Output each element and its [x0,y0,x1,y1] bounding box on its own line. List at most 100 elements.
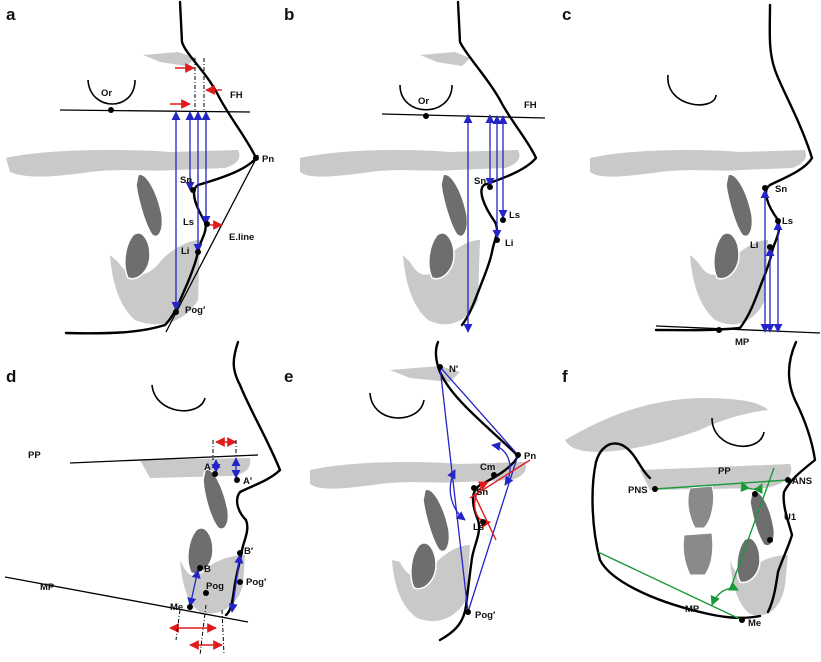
label-cm: Cm [480,462,495,473]
upper-incisor [422,488,451,553]
li-point [195,249,201,255]
mandible-shape [392,545,470,622]
vertical-ref-3 [175,609,181,641]
upper-incisor [440,173,469,238]
sn-point [190,187,196,193]
label-ls: Ls [509,210,520,221]
mandible-shape [403,240,480,325]
lower-incisor [124,232,151,280]
label-mp: MP [685,604,700,615]
label-pp: PP [28,450,41,461]
maxilla-shape [590,150,806,177]
me-point [739,617,745,623]
maxilla-shape [140,458,251,478]
molar-lower [682,532,714,576]
label-a2: A′ [243,476,253,487]
label-pog2: Pog′ [246,577,267,588]
or-point [423,113,429,119]
pp-line [654,479,789,490]
mandible-outline [591,460,762,620]
lower-incisor [187,527,214,575]
cranial-base-shape [565,398,768,452]
pog-point [465,609,471,615]
orbit-curve [711,417,765,447]
label-ans: ANS [792,476,812,487]
label-sn: Sn [474,176,486,187]
vertical-measure-4 [228,554,244,613]
upper-incisor [135,173,164,238]
e-line [165,154,259,333]
mp-point [716,327,722,333]
pog-point [173,309,179,315]
li-point [767,244,773,250]
n-point [437,364,443,370]
panel-d: d PP MP A A′ B′ B Pog Pog′ Me [4,340,282,656]
upper-incisor [202,468,230,530]
fh-line [381,113,546,119]
mp-line [597,551,743,621]
orbit-curve [369,392,425,419]
panel-letter: b [284,5,294,24]
pns-point [652,486,658,492]
me-point [187,604,193,610]
pog2-point [237,579,243,585]
panel-a: a Or FH Pn Sn Ls Li E.line Pog′ [6,0,274,335]
panel-b: b Or FH Sn Ls Li [284,0,546,333]
label-sn: Sn [476,487,488,498]
pn-point [253,155,259,161]
mandible-shape [690,240,768,325]
label-b: B [204,564,211,575]
panel-letter: e [284,367,293,386]
label-pog: Pog [206,581,224,592]
label-ls: Ls [183,217,194,228]
label-pp: PP [718,466,731,477]
label-sn: Sn [180,175,192,186]
a2-point [234,477,240,483]
sn-point [762,185,768,191]
ramus-outline [594,442,652,480]
lower-incisor [428,232,455,280]
label-u1: U1 [784,512,797,523]
label-fh: FH [524,100,537,111]
line-n-pn [439,366,519,456]
label-eline: E.line [229,232,254,243]
lower-incisor [410,542,437,590]
cm-point [491,472,497,478]
label-me: Me [170,602,183,613]
a-point [212,471,218,477]
orbit-curve [87,79,136,105]
pog-point [203,590,209,596]
ls-point [204,221,210,227]
panel-e: e N′ Pn Cm Sn Ls Pog′ [284,340,536,642]
facial-profile [456,0,538,327]
label-b2: B′ [244,546,254,557]
label-ls: Ls [473,522,484,533]
incisor-apex-point [752,491,758,497]
sn-point [471,485,477,491]
pn-point [515,452,521,458]
u1-point [767,537,773,543]
label-mp: MP [40,582,55,593]
ls-point [500,217,506,223]
pp-line [69,454,259,464]
angle-arc-1 [447,469,466,521]
nasal-bone-shape [143,52,196,66]
label-n: N′ [449,364,459,375]
lower-incisor [736,537,761,584]
label-li: Li [505,238,513,249]
label-pog: Pog′ [475,610,496,621]
panel-c: c Sn Ls Li MP [562,3,821,348]
nasal-bone-shape [420,52,470,66]
fh-line [59,109,251,113]
ans-point [785,477,791,483]
label-a: A [204,462,211,473]
label-pog: Pog′ [185,305,206,316]
label-pn: Pn [262,154,274,165]
lower-incisor [713,232,740,280]
molar-upper [687,485,715,529]
upper-incisor [749,490,776,547]
angle-arc-pp [740,481,763,495]
ls-point [480,519,486,525]
orbit-curve [399,84,453,111]
